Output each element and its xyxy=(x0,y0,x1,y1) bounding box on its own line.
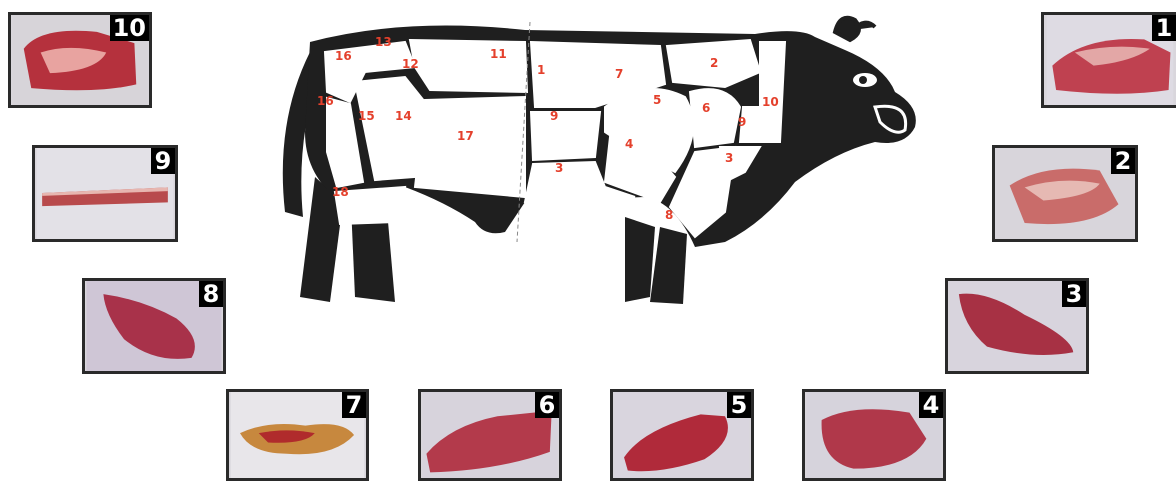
cut-badge: 8 xyxy=(199,281,223,307)
cut-label: 6 xyxy=(702,101,710,115)
cut-label: 15 xyxy=(358,109,375,123)
cut-label: 9 xyxy=(738,115,746,129)
cut-badge: 1 xyxy=(1152,15,1176,41)
meat-cut-1-card[interactable]: 1 xyxy=(1041,12,1176,108)
cut-badge: 5 xyxy=(727,392,751,418)
beef-cuts-diagram: 16 13 12 11 1 7 2 16 15 14 17 9 5 6 9 10… xyxy=(255,12,920,322)
cut-label: 16 xyxy=(335,49,352,63)
meat-cut-5-card[interactable]: 5 xyxy=(610,389,754,481)
cut-label: 10 xyxy=(762,95,779,109)
cut-badge: 6 xyxy=(535,392,559,418)
cut-label: 9 xyxy=(550,109,558,123)
meat-cut-3-card[interactable]: 3 xyxy=(945,278,1089,374)
cut-label: 3 xyxy=(725,151,733,165)
meat-cut-10-card[interactable]: 10 xyxy=(8,12,152,108)
meat-cut-2-card[interactable]: 2 xyxy=(992,145,1138,242)
cut-label: 2 xyxy=(710,56,718,70)
cut-badge: 9 xyxy=(151,148,175,174)
cut-label: 7 xyxy=(615,67,623,81)
cut-label: 5 xyxy=(653,93,661,107)
meat-cut-9-card[interactable]: 9 xyxy=(32,145,178,242)
cut-label: 13 xyxy=(375,35,392,49)
cut-badge: 2 xyxy=(1111,148,1135,174)
cut-badge: 7 xyxy=(342,392,366,418)
cut-label: 16 xyxy=(317,94,334,108)
cut-label: 3 xyxy=(555,161,563,175)
meat-cut-6-card[interactable]: 6 xyxy=(418,389,562,481)
meat-cut-4-card[interactable]: 4 xyxy=(802,389,946,481)
cut-label: 14 xyxy=(395,109,412,123)
cut-label: 12 xyxy=(402,57,419,71)
cut-label: 17 xyxy=(457,129,474,143)
cut-label: 11 xyxy=(490,47,507,61)
cut-badge: 3 xyxy=(1062,281,1086,307)
cow-horns xyxy=(835,18,875,40)
cut-label: 4 xyxy=(625,137,633,151)
meat-cut-7-card[interactable]: 7 xyxy=(226,389,369,481)
cut-badge: 4 xyxy=(919,392,943,418)
cut-label: 8 xyxy=(665,208,673,222)
cut-badge: 10 xyxy=(110,15,149,41)
cut-label: 18 xyxy=(332,185,349,199)
cut-label: 1 xyxy=(537,63,545,77)
meat-cut-8-card[interactable]: 8 xyxy=(82,278,226,374)
